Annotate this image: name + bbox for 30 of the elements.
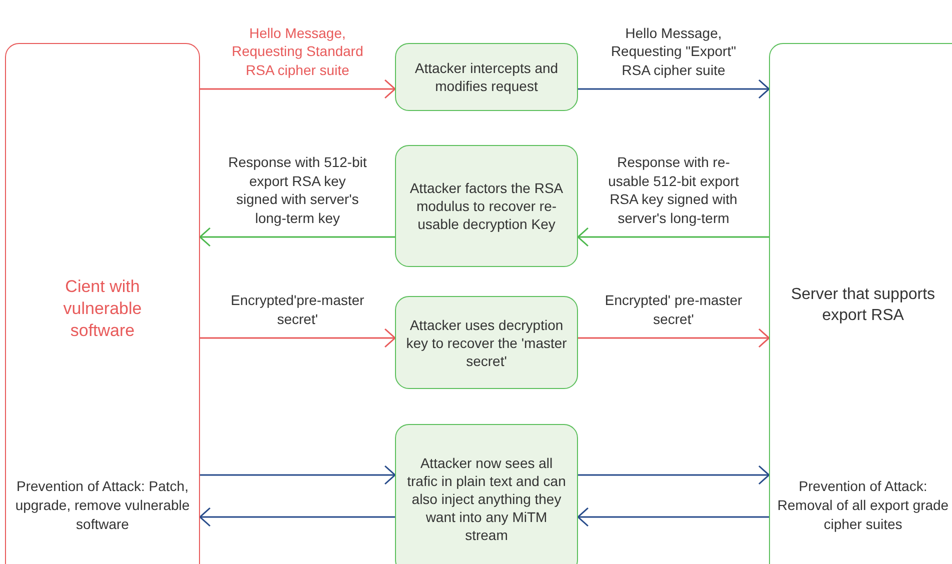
process-box (395, 43, 578, 111)
panel-title: Cient with vulnerable software (62, 276, 143, 342)
process-box (395, 424, 578, 564)
arrow (199, 507, 395, 527)
arrow (200, 465, 396, 485)
edge-label: Hello Message, Requesting Standard RSA cipher suite (230, 24, 364, 79)
arrow (199, 227, 395, 247)
edge-label: Response with re-usable 512-bit export RSA key signed with server's long-term (607, 153, 740, 227)
box-text: Attacker factors the RSA modulus to recover re-usable decryption Key (408, 179, 564, 233)
edge-label: Encrypted'pre-master secret' (230, 291, 366, 328)
edge-label: Response with 512-bit export RSA key signed with server's long-term key (228, 153, 368, 227)
arrow (578, 328, 770, 348)
process-box (395, 145, 578, 267)
edge-label: Hello Message, Requesting "Export" RSA cipher suite (610, 24, 738, 79)
arrow (200, 79, 396, 99)
process-box (395, 296, 578, 389)
note-text: Prevention of Attack: Removal of all export grade cipher suites (776, 477, 950, 534)
box-text: Attacker intercepts and modifies request (414, 59, 560, 95)
edge-label: Encrypted' pre-master secret' (604, 291, 744, 328)
arrow (200, 328, 396, 348)
note-text: Prevention of Attack: Patch, upgrade, remove vulnerable software (14, 477, 191, 534)
panel (769, 43, 952, 564)
box-text: Attacker uses decryption key to recover the 'master secret' (405, 316, 568, 370)
box-text: Attacker now sees all trafic in plain text and can also inject anything they want into any MiTM stream (406, 454, 567, 544)
arrow (577, 227, 769, 247)
arrow (577, 507, 769, 527)
panel (5, 43, 200, 564)
panel-title: Server that supports export RSA (790, 285, 936, 326)
arrow (578, 465, 770, 485)
arrow (578, 79, 770, 99)
